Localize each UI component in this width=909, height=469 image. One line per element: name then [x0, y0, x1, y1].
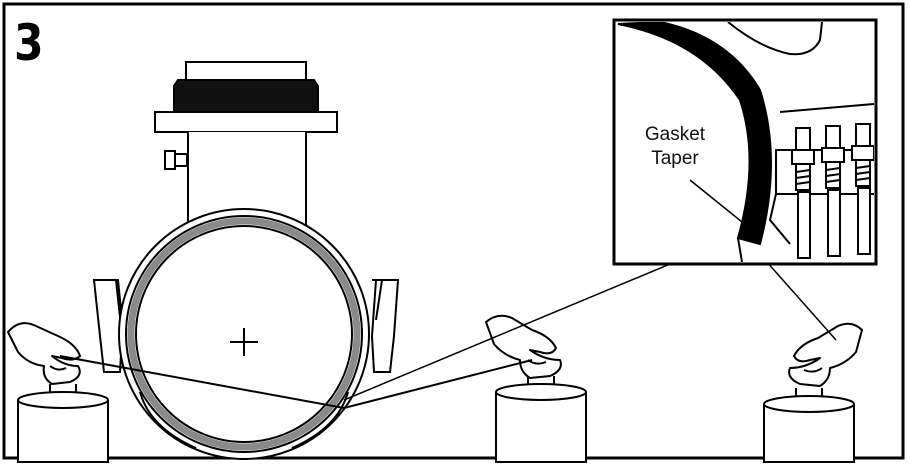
- bucket-right: [763, 388, 855, 463]
- strap-line: [59, 355, 533, 410]
- bucket-left: [17, 384, 109, 463]
- saddle-fitting: [92, 61, 400, 460]
- hand-left: [7, 322, 81, 385]
- step-number: 3: [14, 14, 44, 72]
- hand-right: [788, 322, 863, 387]
- bucket-middle: [495, 376, 587, 463]
- gasket-taper-label-line2: Taper: [651, 148, 699, 169]
- inset-detail: [612, 18, 878, 266]
- gasket-taper-label-line1: Gasket: [644, 124, 706, 145]
